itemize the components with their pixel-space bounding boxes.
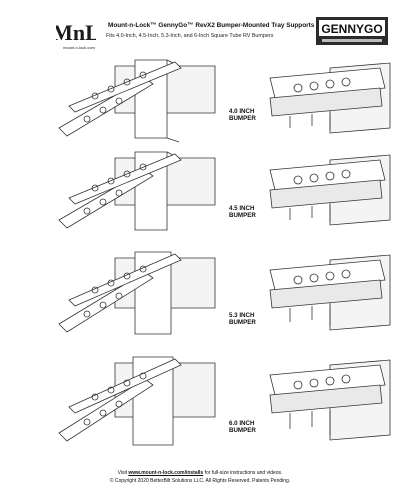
footer-copyright: © Copyright 2020 BetterBilt Solutions LL… bbox=[109, 478, 291, 484]
page-title: Mount-n-Lock™ GennyGo™ RevX2 Bumper-Moun… bbox=[108, 22, 315, 29]
bumper-label-row-3: 5.3 INCH BUMPER bbox=[229, 312, 256, 326]
right-diagram-row-1 bbox=[269, 62, 391, 134]
gennygo-logo: GENNYGO bbox=[316, 17, 388, 45]
left-diagram-row-1 bbox=[58, 59, 216, 143]
right-diagram-row-2 bbox=[269, 154, 391, 226]
left-diagram-row-2 bbox=[58, 151, 216, 231]
right-diagram-row-3 bbox=[269, 254, 391, 331]
gennygo-logo-text: GENNYGO bbox=[321, 22, 382, 36]
footer-visit-suffix: for full-size instructions and videos. bbox=[203, 470, 283, 476]
mnl-logo-text: MnL bbox=[56, 20, 96, 45]
bumper-word-row-2: BUMPER bbox=[229, 212, 256, 219]
bumper-label-row-4: 6.0 INCH BUMPER bbox=[229, 420, 256, 434]
bumper-word-row-1: BUMPER bbox=[229, 115, 256, 122]
footer-visit-prefix: Visit bbox=[117, 470, 129, 476]
bumper-size-row-2: 4.5 INCH bbox=[229, 205, 255, 212]
footer-visit-line: Visit www.mount-n-lock.com/installs for … bbox=[0, 470, 400, 476]
bumper-size-row-4: 6.0 INCH bbox=[229, 420, 255, 427]
right-diagram-row-4 bbox=[269, 359, 391, 441]
bumper-word-row-4: BUMPER bbox=[229, 427, 256, 434]
left-diagram-row-4 bbox=[58, 356, 216, 446]
mnl-url: mount-n-lock.com bbox=[63, 45, 95, 50]
left-diagram-row-3 bbox=[58, 251, 216, 335]
bumper-size-row-1: 4.0 INCH bbox=[229, 108, 255, 115]
bumper-size-row-3: 5.3 INCH bbox=[229, 312, 255, 319]
bumper-label-row-1: 4.0 INCH BUMPER bbox=[229, 108, 256, 122]
footer: Visit www.mount-n-lock.com/installs for … bbox=[0, 470, 400, 484]
page-subtitle: Fits 4.0-Inch, 4.5-Inch, 5.3-Inch, and 6… bbox=[106, 33, 274, 39]
footer-install-link[interactable]: www.mount-n-lock.com/installs bbox=[128, 470, 204, 476]
bumper-word-row-3: BUMPER bbox=[229, 319, 256, 326]
bumper-label-row-2: 4.5 INCH BUMPER bbox=[229, 205, 256, 219]
header: MnL mount-n-lock.com Mount-n-Lock™ Genny… bbox=[0, 0, 400, 52]
mount-n-lock-logo: MnL bbox=[56, 17, 96, 45]
